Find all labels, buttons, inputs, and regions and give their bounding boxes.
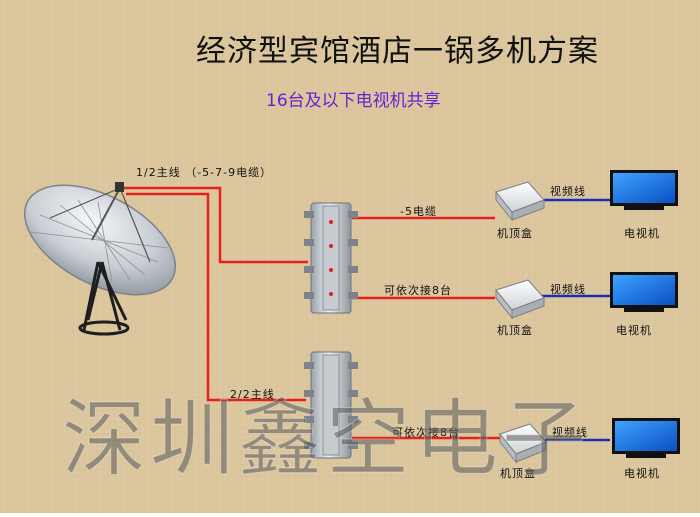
set-top-box-icon (495, 279, 545, 320)
label-tv-2: 电视机 (616, 324, 652, 337)
label-set-top-box-2: 机顶盒 (497, 324, 533, 337)
page-title: 经济型宾馆酒店一锅多机方案 (196, 34, 599, 69)
label-video-line-3: 视频线 (552, 426, 588, 439)
tv-icon (610, 170, 678, 210)
label-connect-8-b: 可依次接8台 (392, 426, 460, 439)
satellite-dish-icon (23, 182, 177, 336)
label-tv-3: 电视机 (624, 467, 660, 480)
main-line-2 (126, 192, 306, 402)
splitter-icon (304, 202, 358, 314)
label-set-top-box-1: 机顶盒 (497, 227, 533, 240)
set-top-box-icon (495, 181, 545, 222)
video-lines (540, 198, 610, 442)
label-video-line-1: 视频线 (550, 185, 586, 198)
splitter-icon (304, 351, 358, 459)
watermark-text: 深圳鑫空电子 (61, 390, 591, 489)
set-top-box-icon (499, 423, 547, 464)
label-tv-1: 电视机 (624, 227, 660, 240)
label-cable-minus5: -5电缆 (400, 205, 437, 218)
label-set-top-box-3: 机顶盒 (500, 467, 536, 480)
label-connect-8-a: 可依次接8台 (384, 284, 452, 297)
label-main-line-bottom: 2/2主线 (230, 388, 275, 401)
coax-lines (120, 186, 500, 440)
label-main-line-top: 1/2主线 （-5-7-9电缆） (136, 166, 273, 179)
tv-icon (612, 418, 680, 458)
page-subtitle: 16台及以下电视机共享 (266, 91, 441, 111)
tv-icon (610, 272, 678, 312)
label-video-line-2: 视频线 (550, 283, 586, 296)
main-line-1 (120, 186, 308, 264)
